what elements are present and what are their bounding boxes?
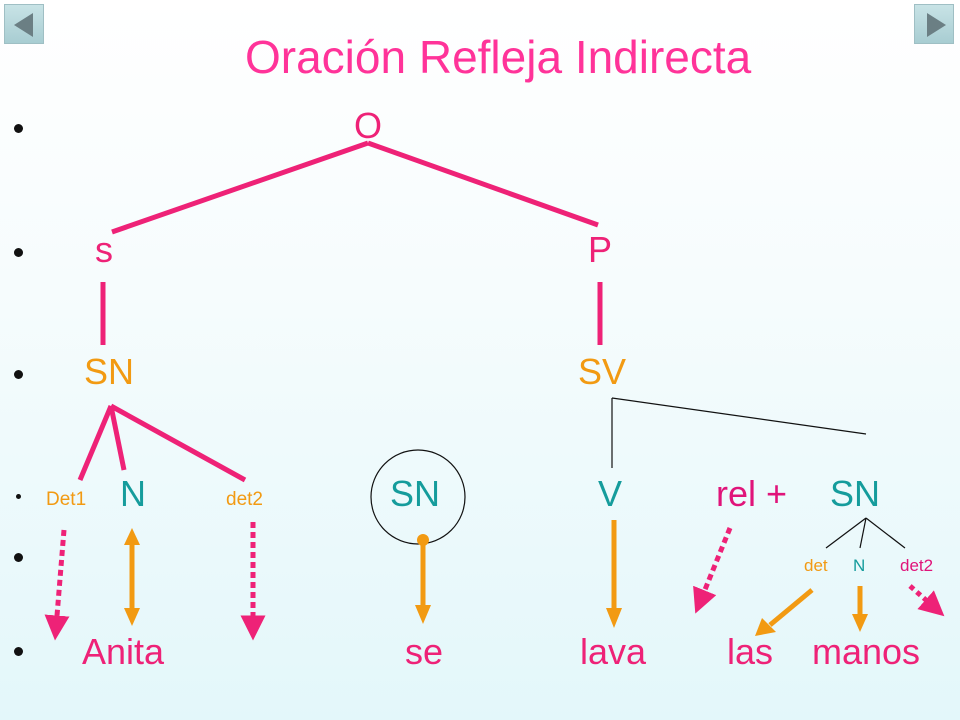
next-slide-button[interactable] bbox=[914, 4, 954, 44]
node-v: V bbox=[598, 473, 623, 514]
bullet-5 bbox=[14, 553, 23, 562]
node-sv: SV bbox=[578, 351, 627, 392]
bullet-6 bbox=[14, 647, 23, 656]
arrowhead-n-down bbox=[124, 608, 140, 626]
triangle-left-icon bbox=[14, 13, 33, 37]
edge-sn-det1 bbox=[77, 405, 114, 481]
arrowhead-n-manos bbox=[852, 614, 868, 632]
slide-title: Oración Refleja Indirecta bbox=[245, 31, 752, 83]
arrow-det2-manos bbox=[908, 584, 945, 617]
edge-sn2-det2 bbox=[865, 517, 906, 549]
arrow-rel-las bbox=[693, 527, 733, 614]
node-o: O bbox=[354, 105, 383, 146]
bullet-4 bbox=[16, 494, 21, 499]
node-sn2: SN bbox=[830, 473, 881, 514]
triangle-right-icon bbox=[927, 13, 946, 37]
node-s: s bbox=[95, 229, 113, 270]
node-det1: Det1 bbox=[46, 489, 87, 510]
edge-sn-n bbox=[108, 405, 127, 471]
circle-se-marker bbox=[370, 449, 466, 545]
node-sn: SN bbox=[84, 351, 135, 392]
word-las: las bbox=[727, 631, 774, 672]
word-se: se bbox=[405, 631, 444, 672]
node-det2-small: det2 bbox=[900, 556, 934, 575]
arrowhead-det-las bbox=[755, 618, 776, 636]
previous-slide-button[interactable] bbox=[4, 4, 44, 44]
word-lava: lava bbox=[580, 631, 647, 672]
node-rel: rel + bbox=[716, 473, 788, 514]
node-n-small: N bbox=[853, 556, 866, 575]
bullet-2 bbox=[14, 248, 23, 257]
word-anita: Anita bbox=[82, 631, 165, 672]
node-det-small: det bbox=[804, 556, 828, 575]
edge-sn2-n bbox=[859, 517, 867, 549]
bullet-3 bbox=[14, 370, 23, 379]
edge-sn-det2 bbox=[109, 403, 247, 483]
arrowhead-v bbox=[606, 608, 622, 628]
arrowhead-se bbox=[415, 605, 431, 624]
edge-sv-sn2 bbox=[611, 397, 867, 435]
bullet-1 bbox=[14, 124, 23, 133]
node-sn-circled: SN bbox=[390, 473, 441, 514]
edge-o-s bbox=[111, 140, 369, 235]
node-p: P bbox=[588, 229, 613, 270]
edge-sn2-det bbox=[825, 517, 867, 549]
arrowhead-n-up bbox=[124, 528, 140, 545]
word-manos: manos bbox=[812, 631, 921, 672]
arrow-det-las bbox=[768, 588, 814, 627]
edge-o-p bbox=[367, 140, 599, 228]
node-det2: det2 bbox=[226, 489, 263, 510]
arrow-det1-anita bbox=[44, 529, 70, 641]
node-n: N bbox=[120, 473, 146, 514]
